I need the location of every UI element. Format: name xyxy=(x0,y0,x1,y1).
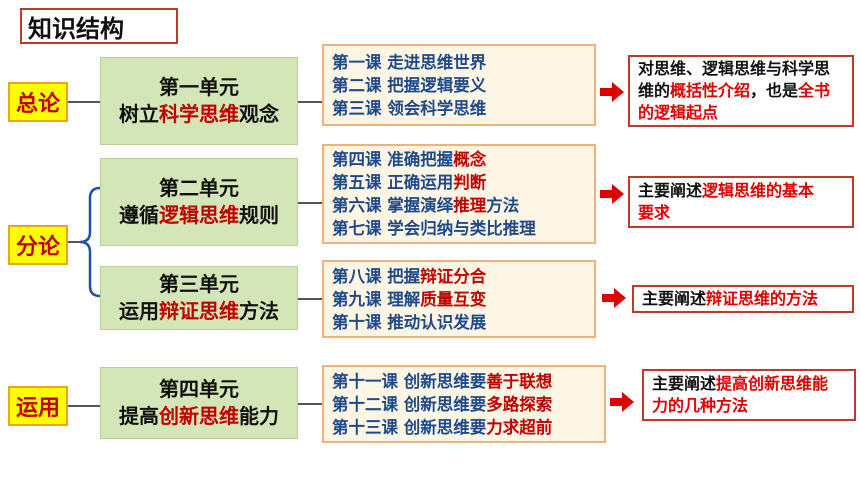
lesson-box-4: 第十一课 创新思维要善于联想 第十二课 创新思维要多路探索 第十三课 创新思维要… xyxy=(322,365,606,443)
summary-text: 力的几种方法 xyxy=(652,396,749,415)
unit-heading: 第一单元 xyxy=(159,75,239,99)
lesson-item: 第十课 推动认识发展 xyxy=(332,312,487,332)
summary-text: 主要阐述辩证思维的方法 xyxy=(642,289,819,308)
lesson-box-1: 第一课 走进思维世界 第二课 把握逻辑要义 第三课 领会科学思维 xyxy=(322,44,596,126)
summary-box-1: 对思维、逻辑思维与科学思 维的概括性介绍，也是全书 的逻辑起点 xyxy=(628,55,854,127)
summary-text: 对思维、逻辑思维与科学思 xyxy=(638,59,831,78)
unit-heading: 第四单元 xyxy=(159,377,239,401)
unit-box-1: 第一单元 树立科学思维观念 xyxy=(100,57,298,145)
tag-general: 总论 xyxy=(8,82,68,122)
lesson-item: 第十二课 创新思维要多路探索 xyxy=(332,394,553,414)
tag-sub: 分论 xyxy=(8,225,68,265)
lesson-item: 第七课 学会归纳与类比推理 xyxy=(332,219,536,238)
unit-box-4: 第四单元 提高创新思维能力 xyxy=(100,367,298,439)
summary-box-3: 主要阐述辩证思维的方法 xyxy=(632,285,854,313)
brace-connector xyxy=(68,186,101,298)
summary-box-2: 主要阐述逻辑思维的基本 要求 xyxy=(628,176,854,228)
lesson-item: 第十一课 创新思维要善于联想 xyxy=(332,371,553,391)
lesson-item: 第二课 把握逻辑要义 xyxy=(332,75,487,95)
lesson-box-2: 第四课 准确把握概念 第五课 正确运用判断 第六课 掌握演绎推理方法 第七课 学… xyxy=(322,144,596,244)
unit-heading: 第二单元 xyxy=(159,176,239,200)
lesson-box-3: 第八课 把握辩证分合 第九课 理解质量互变 第十课 推动认识发展 xyxy=(322,260,596,338)
summary-text: 主要阐述提高创新思维能 xyxy=(652,374,829,393)
connector-line xyxy=(68,405,100,407)
unit-subtitle: 遵循逻辑思维规则 xyxy=(119,203,279,227)
connector-line xyxy=(298,202,322,204)
right-arrow-icon xyxy=(600,82,624,102)
unit-subtitle: 提高创新思维能力 xyxy=(119,404,279,428)
right-arrow-icon xyxy=(602,288,626,308)
unit-box-2: 第二单元 遵循逻辑思维规则 xyxy=(100,158,298,246)
connector-line xyxy=(298,298,322,300)
unit-subtitle: 运用辩证思维方法 xyxy=(119,299,279,323)
unit-subtitle: 树立科学思维观念 xyxy=(119,102,279,126)
connector-line xyxy=(298,403,322,405)
tag-apply: 运用 xyxy=(8,386,68,426)
lesson-item: 第十三课 创新思维要力求超前 xyxy=(332,417,553,437)
page-title: 知识结构 xyxy=(20,8,178,44)
summary-box-4: 主要阐述提高创新思维能 力的几种方法 xyxy=(642,369,856,421)
unit-box-3: 第三单元 运用辩证思维方法 xyxy=(100,266,298,330)
lesson-item: 第一课 走进思维世界 xyxy=(332,52,487,72)
lesson-item: 第九课 理解质量互变 xyxy=(332,289,487,309)
lesson-item: 第八课 把握辩证分合 xyxy=(332,266,487,286)
lesson-item: 第三课 领会科学思维 xyxy=(332,98,487,118)
lesson-item: 第五课 正确运用判断 xyxy=(332,173,487,192)
right-arrow-icon xyxy=(610,392,634,412)
unit-heading: 第三单元 xyxy=(159,272,239,296)
lesson-item: 第四课 准确把握概念 xyxy=(332,150,487,169)
summary-text: 要求 xyxy=(638,203,671,222)
lesson-item: 第六课 掌握演绎推理方法 xyxy=(332,196,520,215)
connector-line xyxy=(298,101,322,103)
summary-text: 主要阐述逻辑思维的基本 xyxy=(638,181,815,200)
right-arrow-icon xyxy=(600,184,624,204)
summary-text: 的逻辑起点 xyxy=(638,103,719,122)
connector-line xyxy=(68,101,100,103)
summary-text: 维的概括性介绍，也是全书 xyxy=(638,81,831,100)
